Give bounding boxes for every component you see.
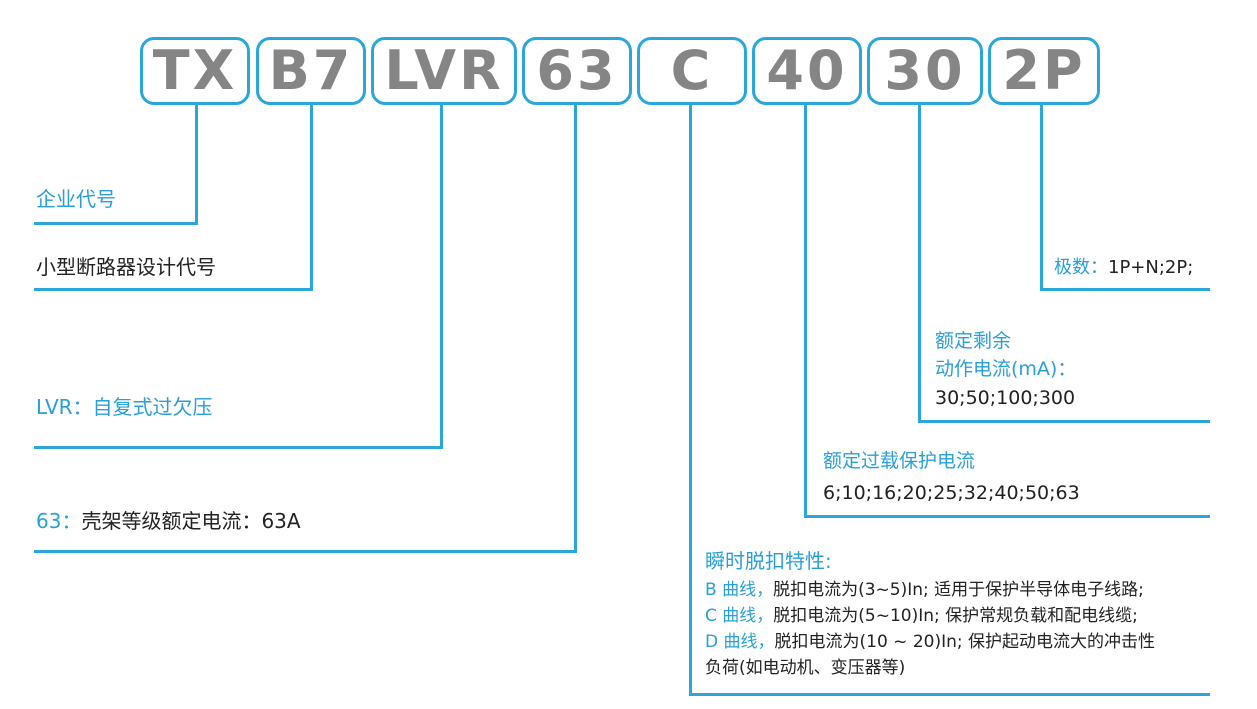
label-overload-values: 6;10;16;20;25;32;40;50;63	[823, 482, 1080, 504]
label-trip-d: D 曲线，脱扣电流为(10 ~ 20)In; 保护起动电流大的冲击性	[705, 631, 1155, 654]
code-box-tx: TX	[140, 37, 250, 105]
trip-b-prefix: B 曲线，	[705, 580, 774, 600]
underline-lvr	[34, 446, 443, 449]
label-frame-prefix: 63：	[36, 509, 82, 533]
trip-c-text: 脱扣电流为(5~10)In; 保护常规负载和配电线缆;	[773, 606, 1138, 626]
label-frame-text: 壳架等级额定电流：63A	[81, 509, 301, 533]
trip-c-prefix: C 曲线，	[705, 606, 774, 626]
label-residual-line2: 动作电流(mA)：	[935, 358, 1077, 380]
label-lvr-text: 自复式过欠压	[92, 395, 213, 419]
label-lvr-prefix: LVR：	[36, 395, 93, 419]
code-box-lvr: LVR	[371, 37, 517, 105]
connector-2p-vertical	[1040, 105, 1043, 291]
connector-63-vertical	[574, 105, 577, 553]
label-poles-prefix: 极数：	[1054, 257, 1108, 278]
connector-30-vertical	[918, 105, 921, 423]
label-trip-b: B 曲线，脱扣电流为(3~5)In; 适用于保护半导体电子线路;	[705, 579, 1144, 602]
connector-c-vertical	[689, 105, 692, 696]
connector-tx-vertical	[195, 105, 198, 225]
underline-trip	[689, 693, 1210, 696]
label-poles-text: 1P+N;2P;	[1108, 257, 1194, 278]
label-frame: 63：壳架等级额定电流：63A	[36, 508, 301, 535]
underline-overload	[804, 515, 1210, 518]
label-residual-line1: 额定剩余	[935, 330, 1012, 352]
underline-design-code	[34, 288, 313, 291]
label-trip-d-continued: 负荷(如电动机、变压器等)	[705, 658, 906, 678]
code-box-2p: 2P	[988, 37, 1100, 105]
label-design-code: 小型断路器设计代号	[36, 255, 216, 279]
underline-frame	[34, 550, 577, 553]
label-lvr: LVR：自复式过欠压	[36, 394, 213, 421]
code-box-b7: B7	[256, 37, 366, 105]
code-box-63: 63	[522, 37, 632, 105]
connector-40-vertical	[804, 105, 807, 518]
label-residual-values: 30;50;100;300	[935, 387, 1076, 409]
underline-company-code	[34, 222, 198, 225]
underline-poles	[1040, 288, 1210, 291]
label-poles: 极数：1P+N;2P;	[1054, 256, 1193, 280]
underline-residual	[918, 420, 1210, 423]
label-overload-title: 额定过载保护电流	[823, 450, 976, 472]
code-box-c: C	[637, 37, 747, 105]
code-box-30: 30	[867, 37, 983, 105]
connector-lvr-vertical	[440, 105, 443, 449]
trip-d-prefix: D 曲线，	[705, 632, 775, 652]
label-company-code: 企业代号	[36, 187, 116, 211]
trip-d-text: 脱扣电流为(10 ~ 20)In; 保护起动电流大的冲击性	[774, 632, 1156, 652]
label-trip-c: C 曲线，脱扣电流为(5~10)In; 保护常规负载和配电线缆;	[705, 605, 1138, 628]
connector-b7-vertical	[310, 105, 313, 291]
trip-b-text: 脱扣电流为(3~5)In; 适用于保护半导体电子线路;	[773, 580, 1144, 600]
code-box-40: 40	[752, 37, 862, 105]
label-trip-title: 瞬时脱扣特性:	[705, 549, 832, 573]
